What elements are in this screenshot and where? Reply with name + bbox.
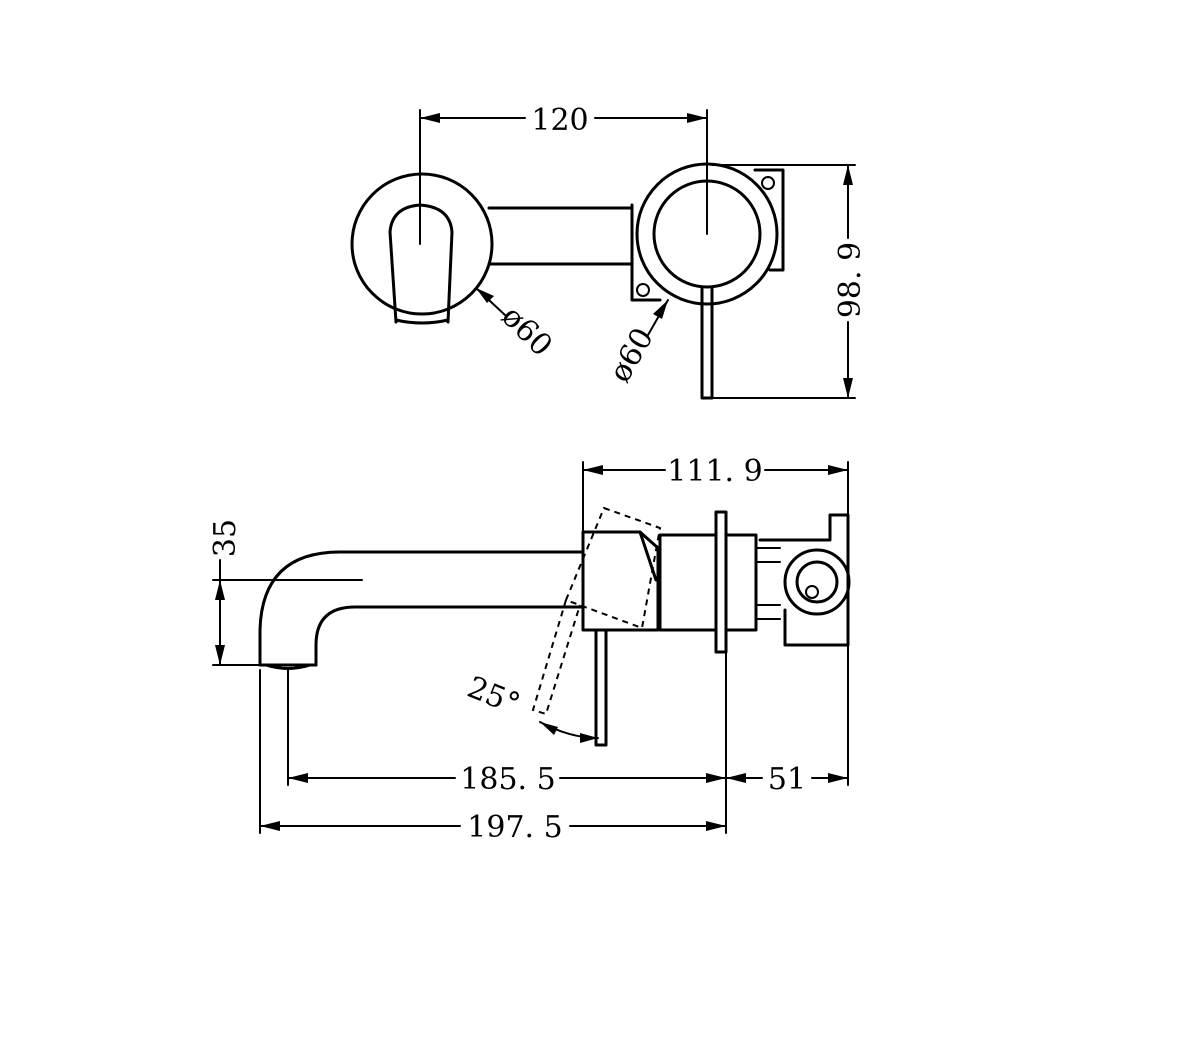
spout-outlet-base	[394, 318, 450, 325]
spout-pipe-upper	[258, 550, 585, 667]
rear-inlet-outer	[783, 548, 851, 616]
mixer-bracket	[630, 168, 785, 302]
dim-51-arrow-left	[726, 773, 746, 783]
mixer-handle-joint	[638, 530, 658, 582]
bracket-hole-bottom	[636, 283, 650, 297]
dim-185-5-arrow-right	[706, 773, 726, 783]
dim-120-arrow-left	[420, 113, 440, 123]
mixer-handle-body	[581, 530, 660, 632]
rear-inlet-pin	[805, 585, 819, 599]
angle-label: 25°	[462, 670, 524, 722]
rotated-lever-outline	[531, 599, 581, 716]
dim-185-5-label: 185. 5	[460, 762, 555, 797]
dim-120-arrow-right	[687, 113, 707, 123]
dim-98-9-label: 98. 9	[833, 242, 868, 318]
dim-51-label: 51	[768, 762, 806, 797]
angle-arrow-left	[540, 722, 558, 735]
side-wall-plate	[658, 533, 718, 632]
front-view: 120 98. 9 ø60 ø60	[350, 103, 868, 400]
spout-pipe-lower	[314, 605, 585, 667]
dim-35-arrow-bottom	[215, 645, 225, 665]
spout-cover-plate	[350, 172, 494, 316]
dim-51-arrow-right	[828, 773, 848, 783]
dim-111-9-arrow-left	[583, 465, 603, 475]
dim-120-label: 120	[531, 103, 588, 138]
rotated-handle-outline	[564, 506, 662, 630]
angle-arrow-right	[580, 733, 598, 743]
dim-197-5-arrow-right	[706, 821, 726, 831]
dim-98-9-arrow-bottom	[843, 378, 853, 398]
dim-111-9-arrow-right	[828, 465, 848, 475]
spout-diameter-arrow	[476, 288, 494, 303]
side-cover-flange	[714, 510, 728, 654]
dim-197-5-label: 197. 5	[467, 810, 562, 845]
dim-98-9-arrow-top	[843, 165, 853, 185]
dim-35-label: 35	[208, 519, 243, 557]
valve-body	[724, 533, 758, 632]
rear-bracket	[758, 513, 850, 647]
dim-35-arrow-top	[215, 580, 225, 600]
dim-185-5-arrow-left	[288, 773, 308, 783]
spout-diameter-label: ø60	[494, 299, 559, 364]
dim-111-9-label: 111. 9	[667, 454, 762, 489]
mixer-diameter-label: ø60	[603, 322, 661, 388]
dim-197-5-arrow-left	[260, 821, 280, 831]
side-view: 111. 9 35 25° 185. 5 51 197. 5	[208, 454, 851, 845]
side-lever	[594, 628, 608, 747]
rear-inlet-inner	[795, 560, 839, 604]
bracket-hole-top	[761, 176, 775, 190]
spout-aerator	[264, 663, 312, 670]
mixer-lever	[700, 285, 714, 400]
mixer-diameter-arrow	[653, 300, 668, 319]
